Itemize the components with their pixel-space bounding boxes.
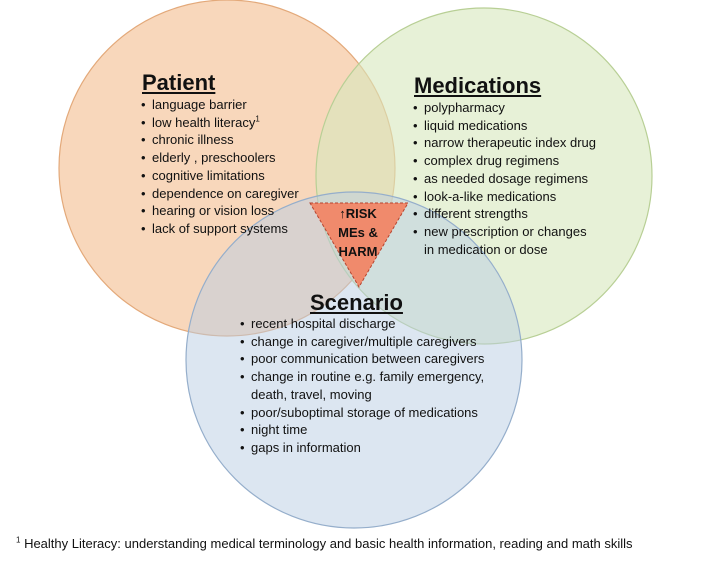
center-line-harm: HARM xyxy=(338,244,378,259)
patient-title: Patient xyxy=(142,70,216,95)
center-line-risk: ↑RISK xyxy=(339,206,377,221)
list-item: gaps in information xyxy=(240,439,484,457)
list-item: narrow therapeutic index drug xyxy=(413,134,596,152)
list-item: lack of support systems xyxy=(141,220,299,238)
list-item: elderly , preschoolers xyxy=(141,149,299,167)
center-line-mes: MEs & xyxy=(338,225,378,240)
list-item: change in routine e.g. family emergency,… xyxy=(240,368,484,403)
footnote-text: Healthy Literacy: understanding medical … xyxy=(20,536,633,551)
list-item: liquid medications xyxy=(413,117,596,135)
list-item-continuation: in medication or dose xyxy=(424,241,548,257)
footnote: 1 Healthy Literacy: understanding medica… xyxy=(16,536,633,551)
list-item: night time xyxy=(240,421,484,439)
list-item: poor/suboptimal storage of medications xyxy=(240,404,484,422)
footnote-marker: 1 xyxy=(16,535,21,545)
list-item: dependence on caregiver xyxy=(141,185,299,203)
list-item: chronic illness xyxy=(141,131,299,149)
list-item-continuation: death, travel, moving xyxy=(251,386,372,402)
list-item: poor communication between caregivers xyxy=(240,350,484,368)
list-item: recent hospital discharge xyxy=(240,315,484,333)
list-item: different strengths xyxy=(413,205,596,223)
list-item: look-a-like medications xyxy=(413,188,596,206)
scenario-list: recent hospital discharge change in care… xyxy=(240,315,484,457)
list-item: low health literacy1 xyxy=(141,114,299,132)
list-item: change in caregiver/multiple caregivers xyxy=(240,333,484,351)
center-risk-triangle xyxy=(309,202,409,288)
medications-list: polypharmacy liquid medications narrow t… xyxy=(413,99,596,258)
list-item: complex drug regimens xyxy=(413,152,596,170)
list-item: as needed dosage regimens xyxy=(413,170,596,188)
center-risk-label: ↑RISK MEs & HARM xyxy=(318,204,398,261)
medications-title: Medications xyxy=(414,73,542,98)
scenario-title: Scenario xyxy=(310,290,403,315)
list-item: language barrier xyxy=(141,96,299,114)
footnote-marker: 1 xyxy=(255,114,260,124)
list-item: hearing or vision loss xyxy=(141,202,299,220)
patient-list: language barrier low health literacy1 ch… xyxy=(141,96,299,238)
list-item: polypharmacy xyxy=(413,99,596,117)
list-item: cognitive limitations xyxy=(141,167,299,185)
